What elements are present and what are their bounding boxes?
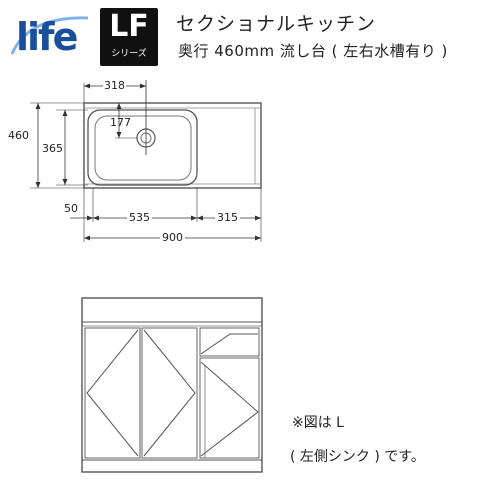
- sink-basin-outer: [87, 109, 198, 186]
- product-title: セクショナルキッチン: [176, 13, 377, 35]
- dim-365: 365: [42, 142, 63, 155]
- dim-315: 315: [215, 211, 240, 224]
- life-logo: [8, 14, 94, 60]
- dim-460: 460: [8, 129, 29, 142]
- drawer-top: [199, 327, 260, 357]
- product-subtitle: 奥行 460mm 流し台 ( 左右水槽有り ): [178, 42, 448, 60]
- dim-900: 900: [160, 231, 185, 244]
- note-line-2: ( 左側シンク ) です。: [290, 449, 425, 465]
- dim-50: 50: [64, 202, 78, 215]
- door-right: [199, 357, 260, 459]
- door-left: [84, 327, 141, 459]
- countertop-outline: [83, 102, 262, 189]
- series-letters: LF: [109, 9, 149, 44]
- dim-177: 177: [110, 116, 131, 129]
- cabinet-outline: [81, 297, 263, 473]
- brand-logo-text: life: [16, 15, 78, 59]
- dim-318: 318: [103, 79, 126, 92]
- dim-535: 535: [127, 211, 152, 224]
- note-line-1: ※図は L: [292, 415, 344, 431]
- door-center: [141, 327, 198, 459]
- series-subtitle: シリーズ: [111, 49, 147, 59]
- series-badge: [100, 8, 158, 66]
- sink-basin-inner: [94, 115, 192, 181]
